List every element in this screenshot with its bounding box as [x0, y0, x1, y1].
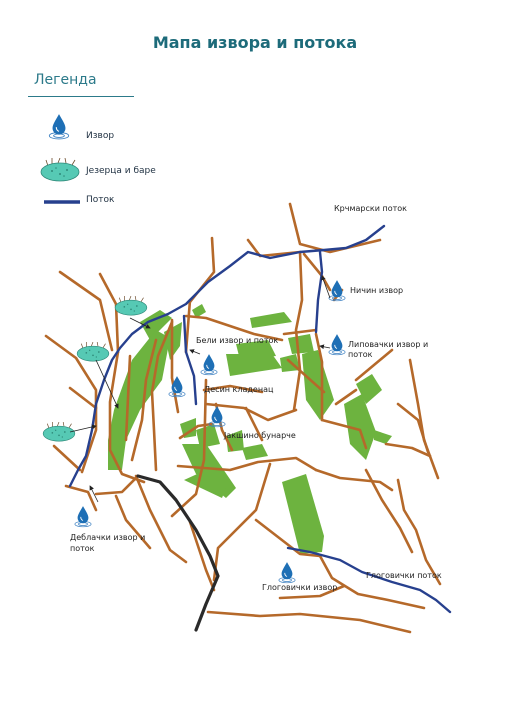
pond-icon [114, 296, 148, 316]
water-drop-icon [328, 333, 346, 356]
water-drop-icon [48, 113, 70, 140]
label-lipovacki-1: Липовачки извор и [348, 340, 428, 349]
label-desin-kladenac: Десин кладенац [204, 385, 274, 394]
water-drop-icon [74, 505, 92, 528]
legend-title: Легенда [34, 72, 97, 88]
label-deblacki-1: Деблачки извор и [70, 533, 145, 542]
pointer-arrows [69, 275, 331, 503]
label-glogovicki-potok: Глоговички поток [366, 571, 442, 580]
label-lipovacki-2: поток [348, 350, 373, 359]
water-drop-icon [200, 353, 218, 376]
label-krcmarski-potok: Крчмарски поток [334, 204, 407, 213]
legend-label-ponds: Језерца и баре [86, 166, 156, 176]
water-drop-icon [278, 561, 296, 584]
pond-icon [76, 342, 110, 362]
label-beli-izvor: Бели извор и поток [196, 336, 278, 345]
legend-divider [28, 96, 134, 97]
pond-icon [40, 158, 80, 182]
label-jaksino-bunarce: Јакшино бунарче [223, 431, 296, 440]
label-glogovicki-izvor: Глоговички извор [262, 583, 337, 592]
label-deblacki-2: поток [70, 544, 95, 553]
legend-label-stream: Поток [86, 195, 115, 205]
label-nicic-izvor: Ничин извор [350, 286, 403, 295]
map-title: Мапа извора и потока [152, 33, 358, 52]
main-road [136, 474, 220, 632]
streams [68, 224, 452, 614]
road-network [44, 202, 442, 634]
legend-label-spring: Извор [86, 131, 115, 141]
forest-areas [108, 304, 392, 554]
